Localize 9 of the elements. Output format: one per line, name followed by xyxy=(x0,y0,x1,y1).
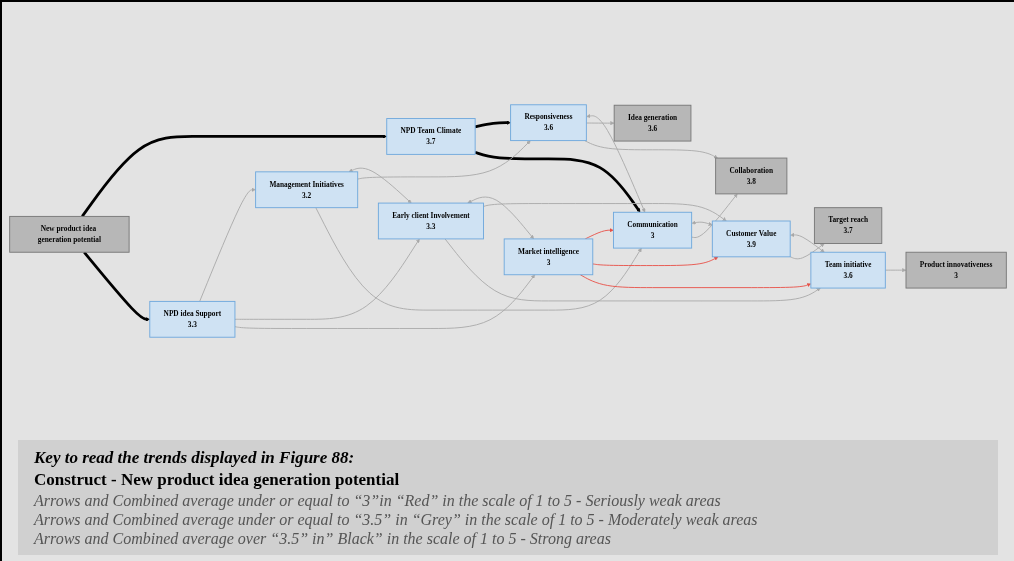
arrow xyxy=(81,134,387,218)
key-heading: Key to read the trends displayed in Figure 88: xyxy=(34,448,356,468)
arrow xyxy=(474,120,511,129)
key-note: Arrows and Combined average under or equal to “3.5” in “Grey” in the scale of 1 to 5 - Moderately weak areas xyxy=(34,511,759,529)
arrow xyxy=(83,251,150,322)
key-note: Arrows and Combined average under or equal to “3”in “Red” in the scale of 1 to 5 - Seriously weak areas xyxy=(34,492,722,510)
key-note: Arrows and Combined average over “3.5” in” Black” in the scale of 1 to 5 - Strong areas xyxy=(34,530,612,548)
arrow xyxy=(474,151,641,213)
key-heading: Construct - New product idea generation potential xyxy=(34,470,401,490)
